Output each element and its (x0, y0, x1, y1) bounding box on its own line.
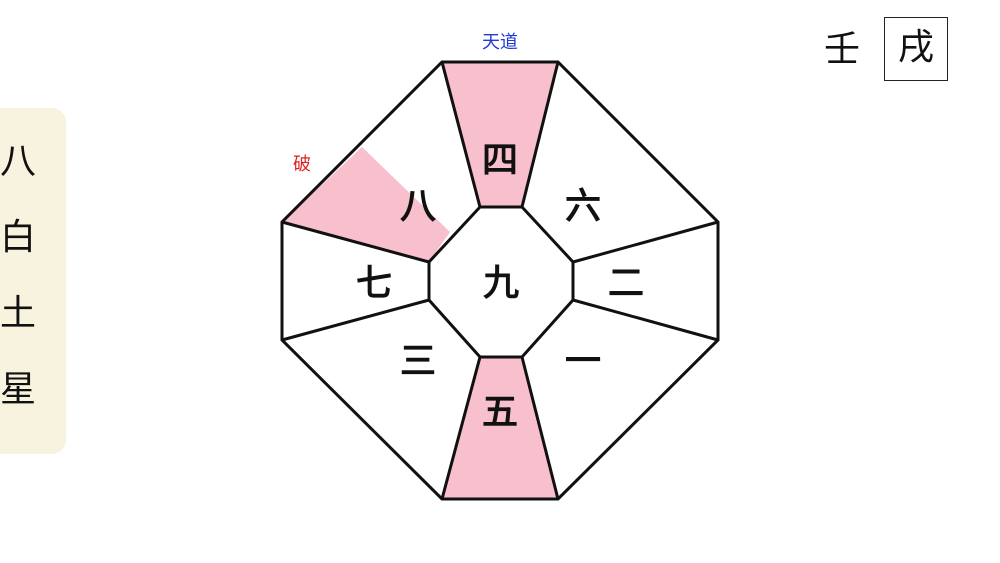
earthly-branch-box: 戌 (884, 17, 948, 81)
sector-top-number: 四 (482, 140, 518, 181)
sector-dividers (281, 61, 719, 500)
sector-bottom-left-number: 三 (400, 341, 436, 382)
sector-top-left-number: 八 (400, 186, 437, 227)
center-number: 九 (483, 263, 519, 304)
star-char-1: 八 (0, 141, 36, 182)
star-char-3: 土 (0, 293, 36, 334)
sector-bottom-right-number: 一 (565, 341, 601, 382)
heavenly-stem: 壬 (823, 29, 860, 70)
ha-label: 破 (293, 154, 311, 175)
star-char-4: 星 (0, 369, 36, 410)
sector-top-right-number: 六 (565, 186, 601, 227)
star-name-panel: 八 白 土 星 (0, 108, 66, 454)
sector-right-number: 二 (608, 263, 644, 304)
star-char-2: 白 (0, 217, 36, 258)
sector-bottom-number: 五 (482, 392, 518, 433)
sector-left-number: 七 (356, 263, 392, 304)
tendo-label: 天道 (482, 32, 518, 53)
